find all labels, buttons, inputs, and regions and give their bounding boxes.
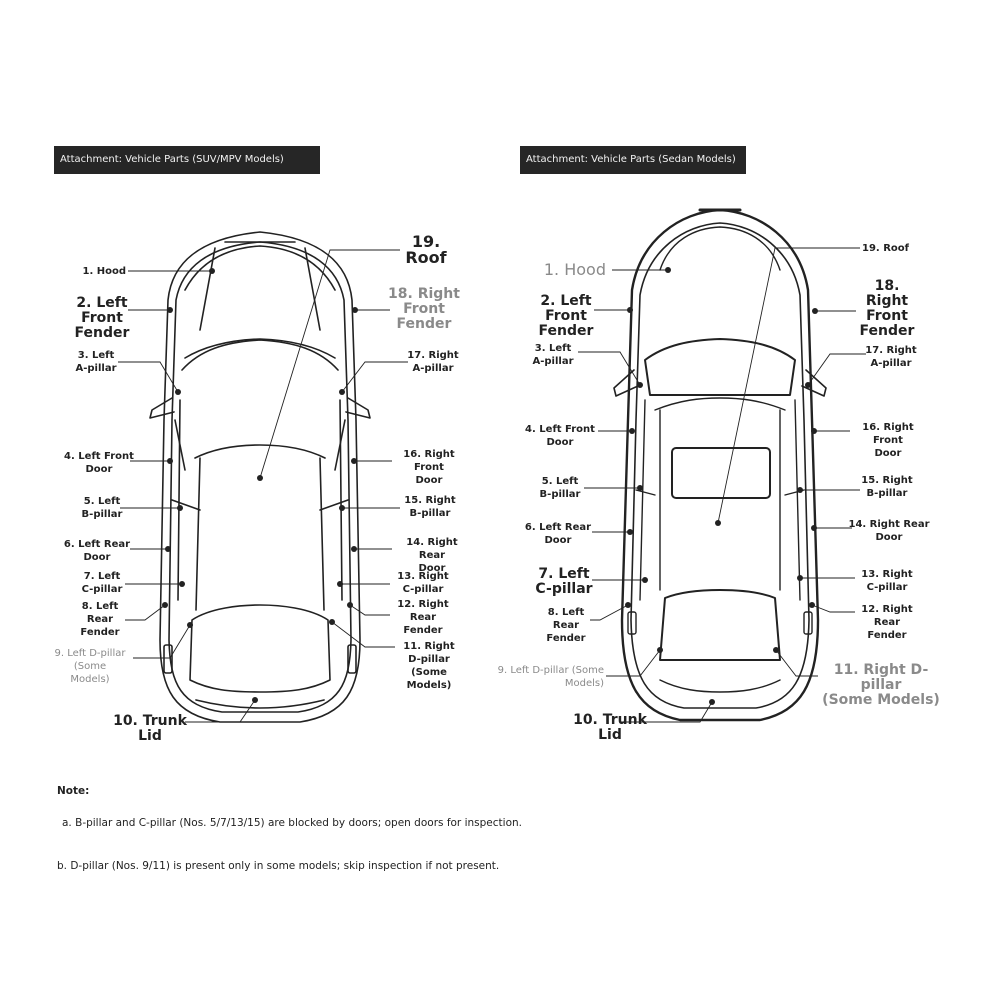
sedan-label-left-rear-door: 6. Left Rear Door bbox=[524, 522, 592, 546]
sedan-label-right-rear-door: 14. Right Rear Door bbox=[848, 519, 930, 543]
suv-label-right-c-pillar: 13. Right C-pillar bbox=[397, 571, 449, 595]
suv-label-hood: 1. Hood bbox=[82, 266, 126, 277]
suv-label-right-b-pillar: 15. Right B-pillar bbox=[404, 495, 456, 519]
sedan-label-right-front-fender: 18. Right Front Fender bbox=[859, 278, 915, 339]
note-title: Note: bbox=[57, 785, 90, 797]
sedan-label-trunk-lid: 10. Trunk Lid bbox=[573, 712, 647, 743]
sedan-label-right-a-pillar: 17. Right A-pillar bbox=[865, 345, 917, 369]
suv-label-right-front-door: 16. Right Front Door bbox=[403, 449, 455, 486]
sedan-car-outline bbox=[613, 208, 827, 722]
sedan-label-roof: 19. Roof bbox=[862, 243, 909, 254]
sedan-label-left-front-fender: 2. Left Front Fender bbox=[538, 293, 594, 339]
suv-label-right-d-pillar: 11. Right D-pillar (Some Models) bbox=[403, 641, 455, 691]
suv-label-right-a-pillar: 17. Right A-pillar bbox=[407, 350, 459, 374]
suv-label-left-d-pillar: 9. Left D-pillar (Some Models) bbox=[54, 648, 126, 685]
sedan-label-left-b-pillar: 5. Left B-pillar bbox=[539, 476, 581, 500]
suv-car-outline bbox=[149, 231, 371, 723]
suv-label-left-rear-door: 6. Left Rear Door bbox=[63, 539, 131, 563]
sedan-label-right-rear-fender: 12. Right Rear Fender bbox=[861, 604, 913, 641]
sedan-label-right-b-pillar: 15. Right B-pillar bbox=[861, 475, 913, 499]
suv-label-right-rear-door: 14. Right Rear Door bbox=[406, 537, 458, 574]
suv-label-left-c-pillar: 7. Left C-pillar bbox=[81, 571, 123, 595]
suv-label-roof: 19. Roof bbox=[405, 232, 447, 267]
suv-label-left-rear-fender: 8. Left Rear Fender bbox=[80, 601, 120, 638]
sedan-label-left-a-pillar: 3. Left A-pillar bbox=[532, 343, 574, 367]
suv-label-left-front-fender: 2. Left Front Fender bbox=[74, 295, 130, 341]
suv-section-header: Attachment: Vehicle Parts (SUV/MPV Model… bbox=[54, 146, 320, 174]
suv-label-left-front-door: 4. Left Front Door bbox=[64, 451, 134, 475]
suv-label-trunk-lid: 10. Trunk Lid bbox=[113, 713, 187, 744]
sedan-label-left-c-pillar: 7. Left C-pillar bbox=[535, 566, 593, 597]
suv-label-left-b-pillar: 5. Left B-pillar bbox=[81, 496, 123, 520]
sedan-label-left-front-door: 4. Left Front Door bbox=[525, 424, 595, 448]
note-b: b. D-pillar (Nos. 9/11) is present only … bbox=[57, 860, 500, 872]
suv-label-right-front-fender: 18. Right Front Fender bbox=[388, 286, 460, 332]
suv-label-left-a-pillar: 3. Left A-pillar bbox=[75, 350, 117, 374]
sedan-label-left-d-pillar: 9. Left D-pillar (Some Models) bbox=[497, 665, 604, 689]
sedan-section-header: Attachment: Vehicle Parts (Sedan Models) bbox=[520, 146, 746, 174]
sedan-label-right-d-pillar: 11. Right D-pillar (Some Models) bbox=[822, 662, 940, 708]
suv-label-right-rear-fender: 12. Right Rear Fender bbox=[397, 599, 449, 636]
sedan-label-hood: 1. Hood bbox=[543, 260, 606, 279]
sedan-label-right-c-pillar: 13. Right C-pillar bbox=[861, 569, 913, 593]
marker-dots bbox=[162, 267, 818, 705]
sedan-label-right-front-door: 16. Right Front Door bbox=[862, 422, 914, 459]
note-a: a. B-pillar and C-pillar (Nos. 5/7/13/15… bbox=[62, 817, 522, 829]
leader-lines bbox=[118, 247, 866, 723]
sedan-label-left-rear-fender: 8. Left Rear Fender bbox=[546, 607, 586, 644]
